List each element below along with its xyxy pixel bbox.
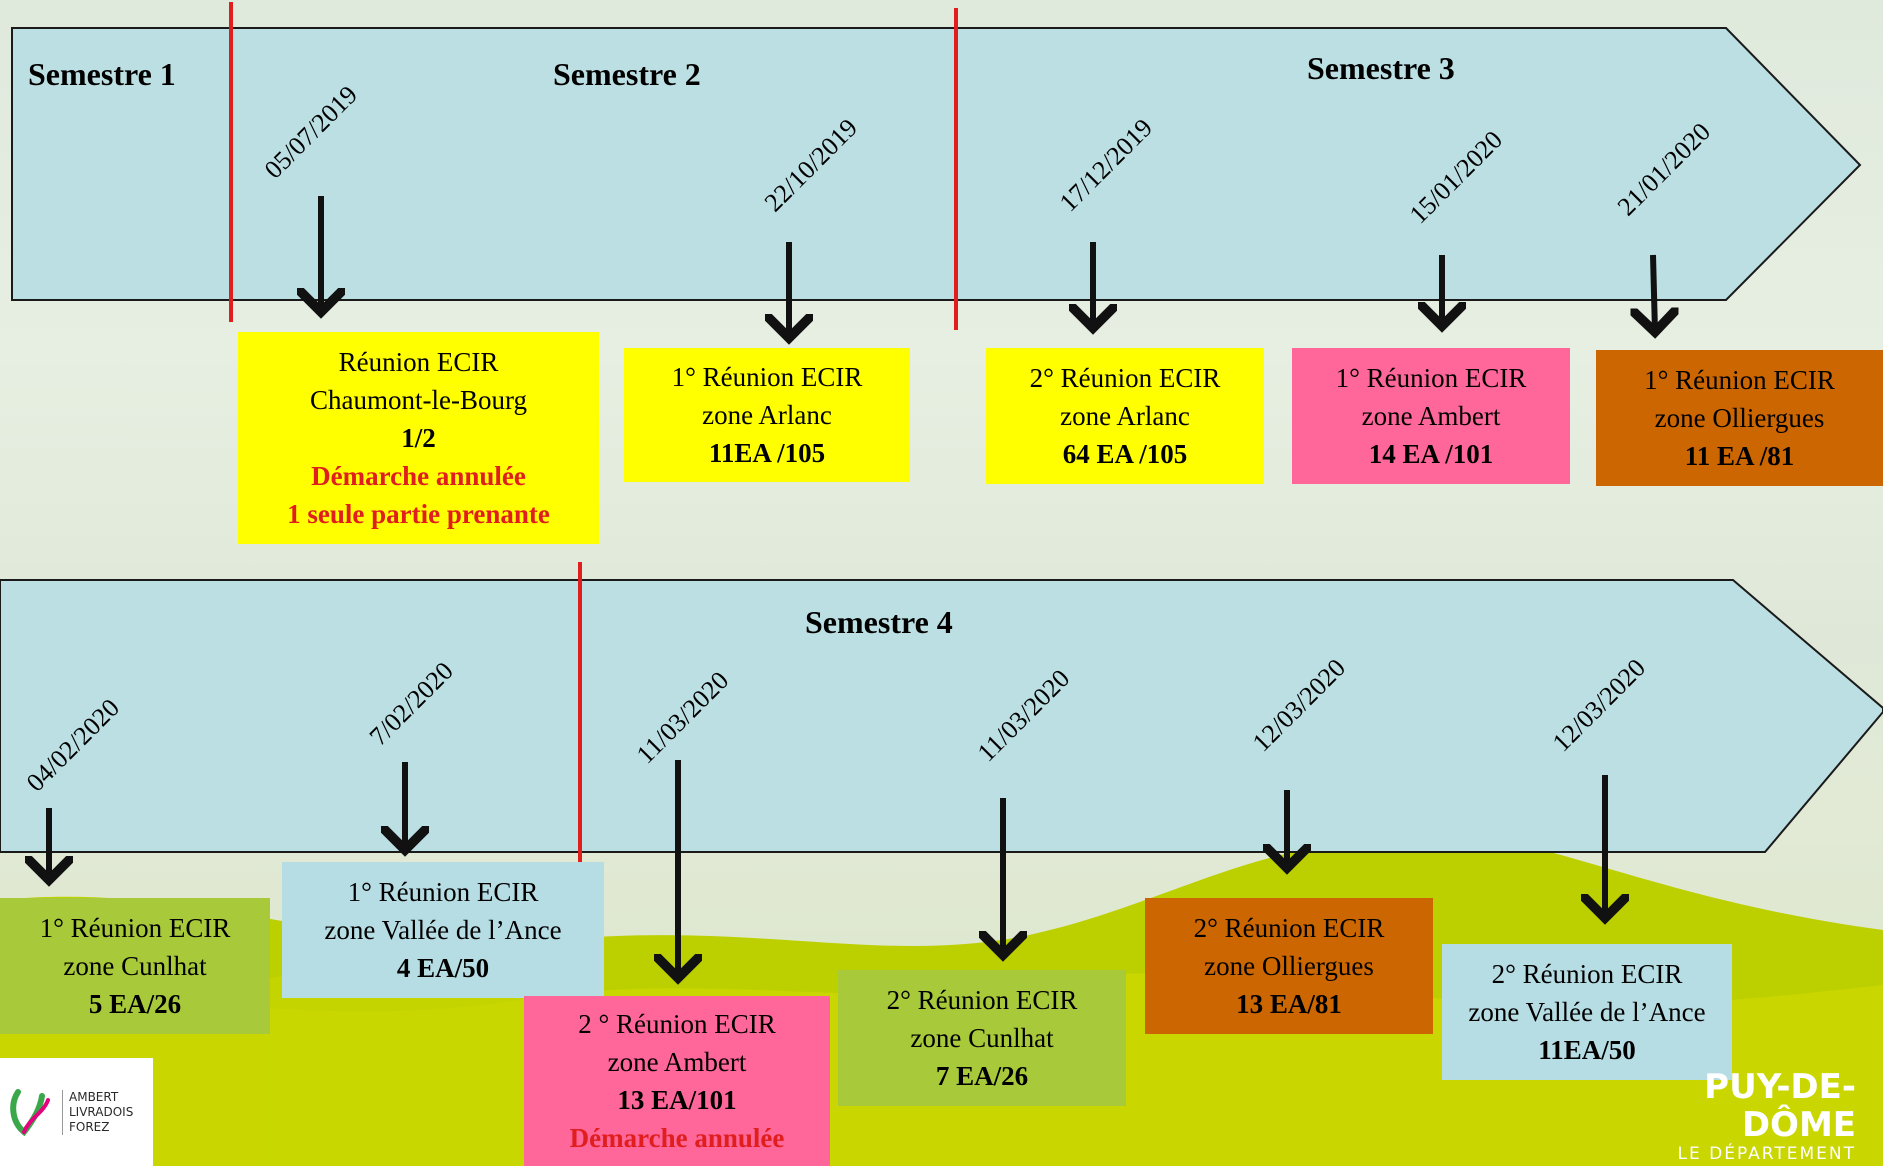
- event-box-9: 2° Réunion ECIR zone Cunlhat 7 EA/26: [838, 970, 1126, 1106]
- event-box-6: 1° Réunion ECIR zone Cunlhat 5 EA/26: [0, 898, 270, 1034]
- event-7-line-2: zone Vallée de l’Ance: [324, 915, 562, 945]
- event-1-line-1: Réunion ECIR: [338, 347, 499, 377]
- event-3-line-1: 2° Réunion ECIR: [1029, 363, 1221, 393]
- event-2-line-2: zone Arlanc: [702, 400, 832, 430]
- logo-left-line-2: LIVRADOIS: [69, 1104, 134, 1119]
- event-1-line-2: Chaumont-le-Bourg: [310, 385, 527, 415]
- event-8-line-2: zone Ambert: [607, 1047, 747, 1077]
- event-9-line-3: 7 EA/26: [935, 1061, 1029, 1091]
- event-5-line-1: 1° Réunion ECIR: [1644, 365, 1835, 395]
- logo-right-line-1: PUY-DE-DÔME: [1704, 1067, 1856, 1145]
- event-box-8: 2 ° Réunion ECIR zone Ambert 13 EA/101 D…: [524, 996, 830, 1166]
- event-6-line-1: 1° Réunion ECIR: [39, 913, 231, 943]
- timeline-band-bottom: [0, 579, 1883, 853]
- heart-swirl-icon: [10, 1089, 50, 1137]
- semester-2-label: Semestre 2: [553, 56, 701, 92]
- event-10-line-1: 2° Réunion ECIR: [1193, 913, 1385, 943]
- event-11-line-3: 11EA/50: [1538, 1035, 1636, 1065]
- mid-hill: [260, 965, 560, 1166]
- event-1-line-3: 1/2: [401, 423, 436, 453]
- event-11-line-2: zone Vallée de l’Ance: [1468, 997, 1706, 1027]
- event-7-line-3: 4 EA/50: [396, 953, 490, 983]
- logo-left-line-3: FOREZ: [69, 1119, 110, 1134]
- event-4-line-2: zone Ambert: [1361, 401, 1501, 431]
- event-1-line-5: 1 seule partie prenante: [287, 499, 550, 529]
- event-box-10: 2° Réunion ECIR zone Olliergues 13 EA/81: [1145, 898, 1433, 1034]
- event-3-line-3: 64 EA /105: [1062, 439, 1188, 469]
- semester-3-label: Semestre 3: [1307, 50, 1455, 86]
- event-5-line-2: zone Olliergues: [1654, 403, 1825, 433]
- arrow-5: [1653, 254, 1655, 332]
- event-3-line-2: zone Arlanc: [1060, 401, 1190, 431]
- arrows: [49, 196, 1655, 978]
- event-box-11: 2° Réunion ECIR zone Vallée de l’Ance 11…: [1442, 944, 1732, 1080]
- event-box-1: Réunion ECIR Chaumont-le-Bourg 1/2 Démar…: [238, 332, 599, 544]
- event-box-2: 1° Réunion ECIR zone Arlanc 11EA /105: [624, 348, 910, 482]
- ambert-livradois-forez-logo: AMBERT LIVRADOIS FOREZ: [0, 1058, 153, 1166]
- event-7-line-1: 1° Réunion ECIR: [347, 877, 539, 907]
- event-8-line-3: 13 EA/101: [617, 1085, 737, 1115]
- puy-de-dome-logo: PUY-DE-DÔME LE DÉPARTEMENT: [1628, 1068, 1856, 1164]
- semester-1-label: Semestre 1: [28, 56, 176, 92]
- event-4-line-1: 1° Réunion ECIR: [1335, 363, 1527, 393]
- timeline-band-top: [11, 27, 1862, 301]
- event-5-line-3: 11 EA /81: [1684, 441, 1795, 471]
- event-9-line-1: 2° Réunion ECIR: [886, 985, 1078, 1015]
- event-2-line-3: 11EA /105: [708, 438, 826, 468]
- event-box-5: 1° Réunion ECIR zone Olliergues 11 EA /8…: [1596, 350, 1883, 486]
- event-6-line-3: 5 EA/26: [88, 989, 182, 1019]
- logo-right-line-2: LE DÉPARTEMENT: [1677, 1144, 1856, 1164]
- event-8-line-4: Démarche annulée: [569, 1123, 785, 1153]
- event-2-line-1: 1° Réunion ECIR: [671, 362, 863, 392]
- event-4-line-3: 14 EA /101: [1368, 439, 1494, 469]
- semester-4-label: Semestre 4: [805, 604, 953, 640]
- event-box-4: 1° Réunion ECIR zone Ambert 14 EA /101: [1292, 348, 1570, 484]
- event-10-line-2: zone Olliergues: [1204, 951, 1374, 981]
- event-6-line-2: zone Cunlhat: [63, 951, 207, 981]
- event-8-line-1: 2 ° Réunion ECIR: [578, 1009, 776, 1039]
- logo-left-line-1: AMBERT: [69, 1089, 119, 1104]
- event-9-line-2: zone Cunlhat: [910, 1023, 1054, 1053]
- event-1-line-4: Démarche annulée: [311, 461, 526, 491]
- event-10-line-3: 13 EA/81: [1236, 989, 1342, 1019]
- event-box-3: 2° Réunion ECIR zone Arlanc 64 EA /105: [986, 348, 1264, 484]
- event-11-line-1: 2° Réunion ECIR: [1491, 959, 1683, 989]
- event-box-7: 1° Réunion ECIR zone Vallée de l’Ance 4 …: [282, 862, 604, 998]
